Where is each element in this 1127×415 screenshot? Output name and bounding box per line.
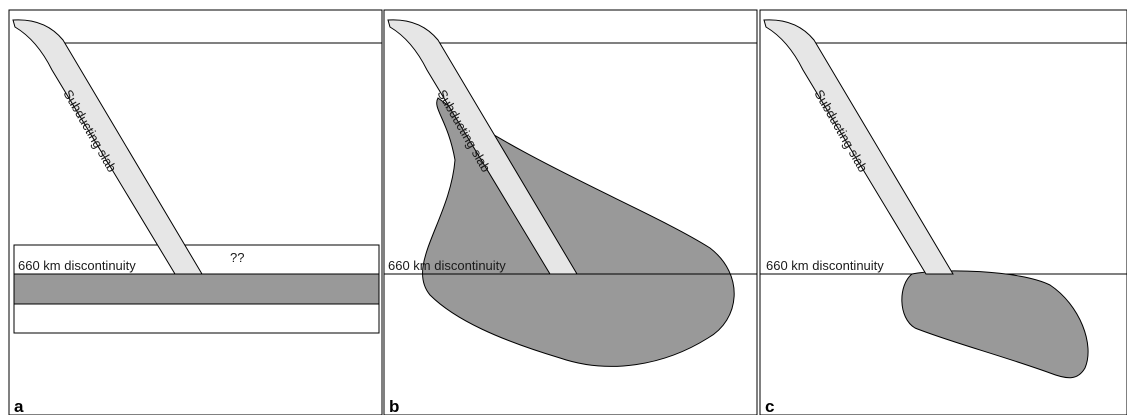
panel-b-letter: b: [389, 397, 399, 415]
panel-a-discontinuity-label: 660 km discontinuity: [18, 258, 136, 273]
panel-c-subducting-slab: [763, 19, 954, 275]
panel-a-uncertainty-label: ??: [230, 250, 244, 265]
panel-c-letter: c: [765, 397, 774, 415]
panel-a-letter: a: [14, 397, 24, 415]
panel-b-subducting-slab: [387, 19, 578, 275]
panel-c-discontinuity-label: 660 km discontinuity: [766, 258, 884, 273]
panel-c: Subducting slab 660 km discontinuity c: [759, 9, 1127, 415]
panel-a: Subducting slab 660 km discontinuity ?? …: [8, 9, 383, 415]
panel-a-dense-layer: [13, 273, 380, 305]
panel-a-subducting-slab: [12, 19, 203, 275]
panel-b: Subducting slab 660 km discontinuity b: [383, 9, 758, 415]
panel-c-ponded-anomaly: [901, 270, 1089, 379]
panel-b-discontinuity-label: 660 km discontinuity: [388, 258, 506, 273]
